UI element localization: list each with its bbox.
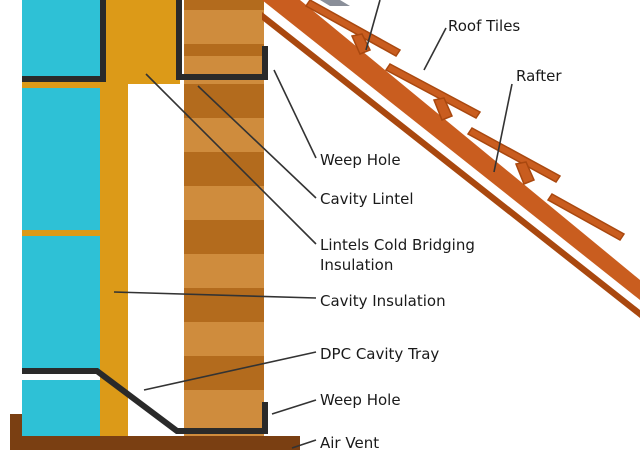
leader-weep-hole-upper: [273, 69, 317, 159]
label-roof-tiles: Roof Tiles: [448, 17, 521, 35]
leader-air-vent: [291, 439, 317, 449]
leader-dpc-cavity-tray: [143, 351, 317, 391]
leader-roof-tiles: [423, 27, 447, 71]
cavity-lintel: [22, 0, 268, 82]
roof: [262, 0, 640, 318]
cavity-space: [128, 84, 184, 436]
leader-rafter: [493, 83, 513, 173]
leader-cavity-insulation: [113, 291, 317, 299]
label-rafter: Rafter: [516, 67, 562, 85]
label-lintels-cold-bridging-2: Insulation: [320, 256, 394, 274]
label-weep-hole-lower: Weep Hole: [320, 391, 401, 409]
roof-tiles: [304, 0, 626, 241]
outer-brickwork: [184, 0, 264, 436]
label-cavity-lintel: Cavity Lintel: [320, 190, 414, 208]
leader-lintels-cold-bridging: [145, 73, 317, 245]
label-dpc-cavity-tray: DPC Cavity Tray: [320, 345, 440, 363]
leader-weep-hole-lower: [271, 399, 317, 415]
label-lintels-cold-bridging-1: Lintels Cold Bridging: [320, 236, 475, 254]
leader-roof-tiles-upper: [365, 0, 381, 51]
leader-cavity-lintel: [197, 85, 317, 199]
label-cavity-insulation: Cavity Insulation: [320, 292, 446, 310]
label-air-vent: Air Vent: [320, 434, 380, 452]
foundation: [10, 436, 300, 450]
label-weep-hole-upper: Weep Hole: [320, 151, 401, 169]
leader-lines: [113, 0, 513, 449]
